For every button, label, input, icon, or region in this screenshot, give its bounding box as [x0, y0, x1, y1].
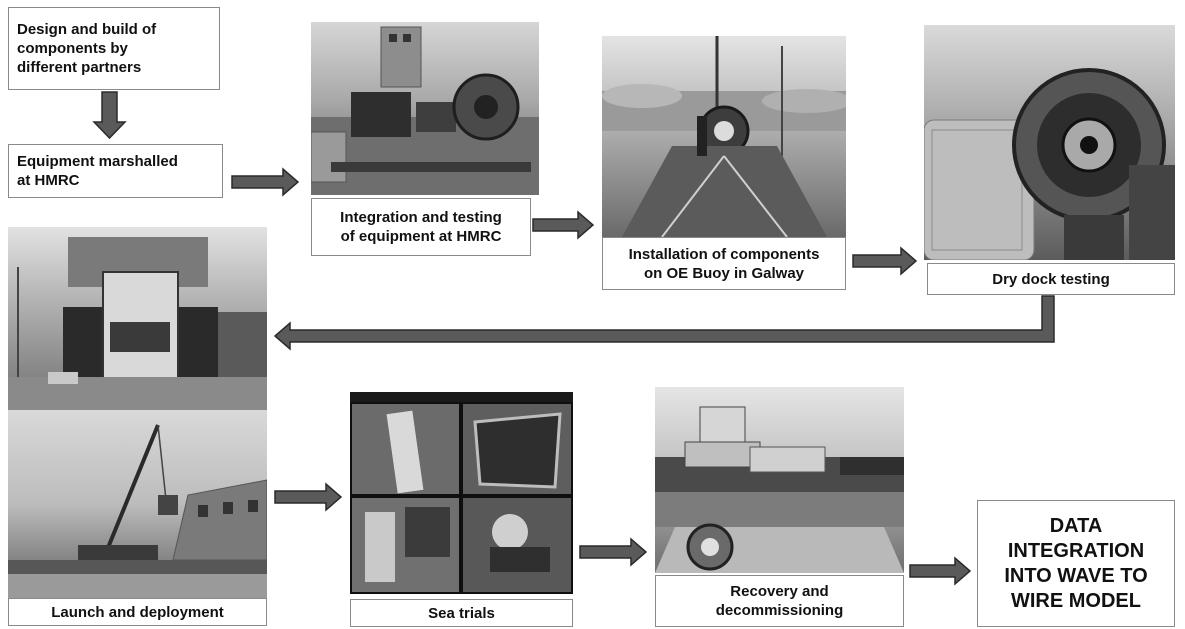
turbine-dry-dock-photo — [924, 25, 1175, 260]
arrow-right-icon — [274, 482, 343, 512]
buoy-installation-photo — [602, 36, 846, 237]
arrow-right-icon — [852, 246, 918, 276]
sea-trials-label: Sea trials — [428, 604, 495, 622]
truck-transport-photo — [8, 227, 267, 410]
arrow-right-icon — [532, 210, 595, 240]
arrow-right-icon — [909, 556, 972, 586]
recovery-vessel-photo — [655, 387, 904, 573]
recovery-decommissioning-label: Recovery and decommissioning — [715, 583, 844, 619]
crane-launch-photo — [8, 410, 267, 598]
arrow-down-icon — [92, 91, 127, 140]
sea-trials-camera-grid-photo — [350, 392, 573, 594]
equipment-marshalled-label: Equipment marshalled at HMRC — [17, 153, 178, 189]
design-build-label: Design and build of components by differ… — [17, 21, 157, 76]
data-integration-label: DATA INTEGRATION INTO WAVE TO WIRE MODEL — [1004, 514, 1148, 612]
equipment-marshalled-box: Equipment marshalled at HMRC — [8, 144, 223, 198]
launch-deployment-label: Launch and deployment — [51, 603, 224, 621]
return-arrow-icon — [273, 295, 1055, 351]
installation-box: Installation of components on OE Buoy in… — [602, 237, 846, 290]
sea-trials-box: Sea trials — [350, 599, 573, 627]
data-integration-box: DATA INTEGRATION INTO WAVE TO WIRE MODEL — [977, 500, 1175, 627]
installation-label: Installation of components on OE Buoy in… — [628, 245, 820, 282]
test-rig-photo — [311, 22, 539, 195]
arrow-right-icon — [579, 537, 648, 567]
integration-testing-label: Integration and testing of equipment at … — [340, 209, 502, 245]
launch-deployment-box: Launch and deployment — [8, 598, 267, 626]
integration-testing-box: Integration and testing of equipment at … — [311, 198, 531, 256]
design-build-box: Design and build of components by differ… — [8, 7, 220, 90]
recovery-decommissioning-box: Recovery and decommissioning — [655, 575, 904, 627]
dry-dock-testing-box: Dry dock testing — [927, 263, 1175, 295]
dry-dock-testing-label: Dry dock testing — [992, 270, 1110, 288]
arrow-right-icon — [231, 167, 300, 197]
